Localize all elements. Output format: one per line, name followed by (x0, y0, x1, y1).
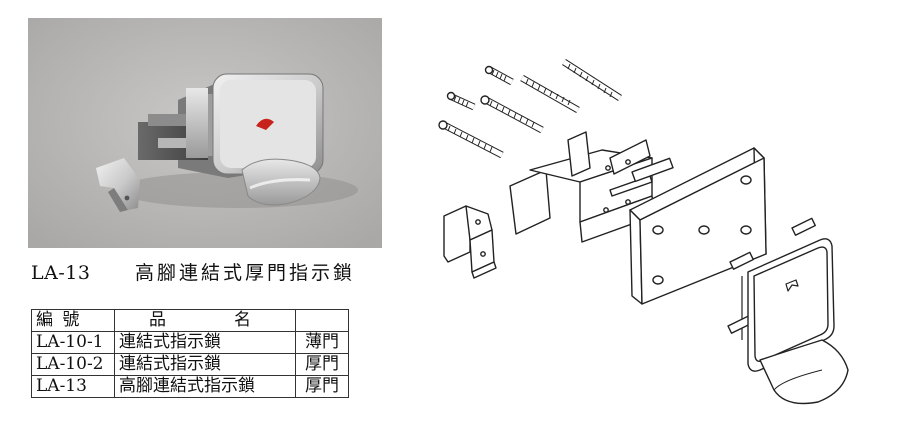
header-name-1: 品 (149, 310, 168, 330)
table-row: LA-10-2 連結式指示鎖 厚門 (31, 353, 349, 376)
product-photo (28, 18, 382, 248)
row-number: LA-10-1 (31, 331, 115, 354)
header-name: 品名 (114, 309, 296, 332)
caption-code: LA-13 (31, 262, 91, 284)
row-number: LA-10-2 (31, 353, 115, 376)
door-panel (629, 147, 767, 305)
row-type: 厚門 (295, 353, 349, 376)
row-type: 薄門 (295, 331, 349, 354)
row-name: 高腳連結式指示鎖 (114, 375, 296, 398)
table-row: LA-10-1 連結式指示鎖 薄門 (31, 331, 349, 354)
row-type: 厚門 (295, 375, 349, 398)
screw-long (520, 74, 580, 114)
screw-short (446, 91, 476, 111)
indicator-plate (727, 217, 849, 405)
screw-short (484, 65, 514, 86)
row-name: 連結式指示鎖 (114, 331, 296, 354)
header-type (295, 309, 349, 332)
strike-bracket (443, 205, 497, 279)
exploded-diagram (430, 40, 870, 420)
latch-housing (509, 131, 674, 243)
caption-description: 高腳連結式厚門指示鎖 (135, 262, 356, 284)
table-row: LA-13 高腳連結式指示鎖 厚門 (31, 375, 349, 398)
screw-long (562, 59, 622, 101)
screw-long (480, 95, 544, 134)
screw-long (438, 120, 504, 159)
spec-table: 編 號 品名 LA-10-1 連結式指示鎖 薄門 LA-10-2 連結式指示鎖 … (31, 309, 349, 398)
product-caption: LA-13 高腳連結式厚門指示鎖 (31, 258, 355, 285)
table-header-row: 編 號 品名 (31, 309, 349, 332)
row-number: LA-13 (31, 375, 115, 398)
header-number: 編 號 (31, 309, 115, 332)
row-name: 連結式指示鎖 (114, 353, 296, 376)
header-name-2: 名 (234, 310, 253, 330)
